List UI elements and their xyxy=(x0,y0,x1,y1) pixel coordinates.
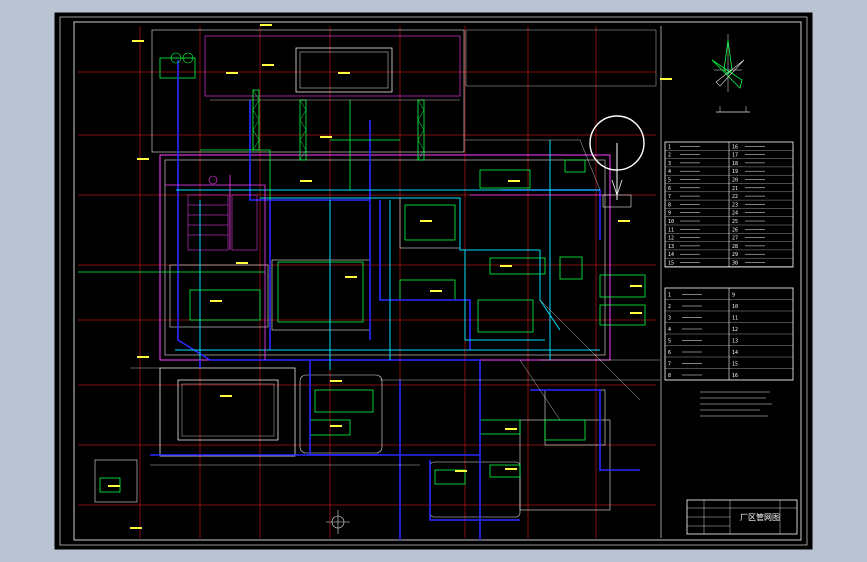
label-mark xyxy=(505,428,517,430)
title-block: 厂区管网图 xyxy=(686,499,798,535)
label-mark xyxy=(260,24,272,26)
legend-row-number: 27 xyxy=(732,236,738,242)
legend-row-number: 21 xyxy=(732,186,738,192)
label-mark xyxy=(505,468,517,470)
legend-row-number: 1 xyxy=(668,144,671,150)
label-mark xyxy=(500,265,512,267)
legend-row-number: 18 xyxy=(732,161,738,167)
legend-row-number: 29 xyxy=(732,252,738,258)
pipe-network-green xyxy=(78,100,400,273)
legend-row-number: 16 xyxy=(732,144,738,150)
label-mark xyxy=(137,356,149,358)
legend-row-number: 26 xyxy=(732,227,738,233)
label-mark xyxy=(210,300,222,302)
label-mark xyxy=(330,425,342,427)
legend-row-number: 30 xyxy=(732,261,738,267)
legend-row-number: 4 xyxy=(668,169,671,175)
legend-row-number: 2 xyxy=(668,153,671,159)
markers xyxy=(170,52,350,534)
legend-row-number: 7 xyxy=(668,362,671,368)
equipment-hatches xyxy=(187,194,258,251)
label-mark xyxy=(508,180,520,182)
inner-frame xyxy=(73,21,802,541)
legend-row-number: 15 xyxy=(668,261,674,267)
drawing-labels xyxy=(108,24,672,529)
legend-row-number: 11 xyxy=(732,316,738,322)
label-mark xyxy=(137,158,149,160)
legend-row-number: 1 xyxy=(668,293,671,299)
legend-row-number: 16 xyxy=(732,373,738,379)
legend-row-number: 10 xyxy=(732,304,738,310)
drawing-sheet xyxy=(54,12,813,550)
label-mark xyxy=(330,380,342,382)
legend-row-number: 20 xyxy=(732,178,738,184)
legend-row-number: 5 xyxy=(668,339,671,345)
label-mark xyxy=(132,40,144,42)
legend-row-number: 9 xyxy=(668,211,671,217)
pipe-network-cyan xyxy=(175,140,600,370)
legend-row-number: 6 xyxy=(668,186,671,192)
legend-table-bottom: 1 9 2 10 3 11 4 12 5 13 6 14 7 15 8 16 xyxy=(664,287,794,381)
label-mark xyxy=(660,78,672,80)
label-mark xyxy=(430,290,442,292)
legend-row-number: 3 xyxy=(668,161,671,167)
legend-row-number: 12 xyxy=(732,327,738,333)
storage-tank xyxy=(589,115,645,208)
legend-row-number: 14 xyxy=(668,252,674,258)
legend-row-number: 5 xyxy=(668,178,671,184)
legend-row-number: 24 xyxy=(732,211,738,217)
label-mark xyxy=(220,395,232,397)
legend-row-number: 19 xyxy=(732,169,738,175)
label-mark xyxy=(618,220,630,222)
legend-row-number: 28 xyxy=(732,244,738,250)
legend-row-number: 15 xyxy=(732,362,738,368)
legend-row-number: 12 xyxy=(668,236,674,242)
legend-row-number: 23 xyxy=(732,202,738,208)
legend-row-number: 6 xyxy=(668,350,671,356)
pipe-network-blue xyxy=(150,60,640,540)
label-mark xyxy=(630,285,642,287)
label-mark xyxy=(338,72,350,74)
legend-row-number: 10 xyxy=(668,219,674,225)
legend-row-number: 8 xyxy=(668,373,671,379)
label-mark xyxy=(262,64,274,66)
label-mark xyxy=(420,220,432,222)
label-mark xyxy=(345,276,357,278)
label-mark xyxy=(300,180,312,182)
label-mark xyxy=(226,72,238,74)
pipe-network-white xyxy=(130,99,660,466)
outer-frame xyxy=(59,16,808,546)
legend-row-number: 8 xyxy=(668,202,671,208)
label-mark xyxy=(320,136,332,138)
label-mark xyxy=(108,485,120,487)
label-mark xyxy=(130,527,142,529)
north-arrow-icon xyxy=(711,34,750,113)
label-mark xyxy=(455,470,467,472)
legend-row-number: 7 xyxy=(668,194,671,200)
legend-row-number: 17 xyxy=(732,153,738,159)
legend-row-number: 22 xyxy=(732,194,738,200)
legend-row-number: 25 xyxy=(732,219,738,225)
design-notes xyxy=(700,391,772,417)
label-mark xyxy=(236,262,248,264)
drawing-title: 厂区管网图 xyxy=(740,512,780,522)
legend-row-number: 13 xyxy=(668,244,674,250)
label-mark xyxy=(630,312,642,314)
legend-row-number: 9 xyxy=(732,293,735,299)
legend-row-number: 4 xyxy=(668,327,671,333)
legend-row-number: 11 xyxy=(668,227,674,233)
legend-row-number: 13 xyxy=(732,339,738,345)
legend-row-number: 14 xyxy=(732,350,738,356)
legend-row-number: 2 xyxy=(668,304,671,310)
lattice-structures xyxy=(252,89,425,161)
legend-row-number: 3 xyxy=(668,316,671,322)
